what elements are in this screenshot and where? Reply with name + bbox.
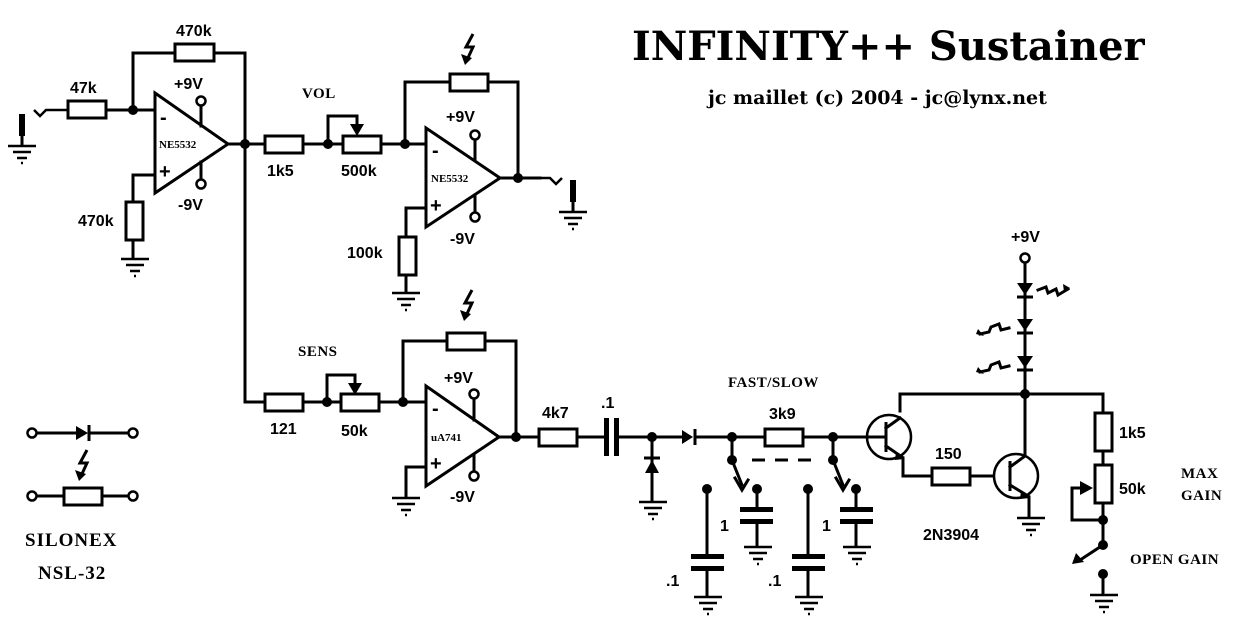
max-gain-label: MAX (1181, 466, 1218, 482)
supply-neg-label: -9V (450, 231, 475, 248)
led-1-icon (1017, 283, 1071, 299)
inverting-input-sign: - (432, 398, 439, 420)
noninverting-input-sign: + (430, 195, 442, 217)
diode-icon (682, 429, 697, 445)
fast-slow-switch-2[interactable] (828, 435, 852, 493)
series-resistor-label: 1k5 (267, 163, 294, 180)
cap-label: .1 (768, 573, 781, 590)
coupling-cap-label: .1 (601, 395, 614, 412)
led-2-icon (976, 319, 1033, 336)
cap-small-2: .1 (768, 484, 825, 616)
inverting-input-sign: - (432, 140, 439, 162)
bias-resistor-label: 100k (347, 245, 383, 262)
output-resistor-label: 4k7 (542, 405, 569, 422)
stage1-input-amp: 47k 470k - + NE5532 +9V -9V 470k (6, 23, 267, 404)
optocoupler-legend: SILONEX NSL-32 (25, 425, 139, 584)
fast-slow-resistor (763, 427, 805, 448)
cap-small-1: .1 (666, 484, 724, 616)
legend-part-line1: SILONEX (25, 530, 118, 551)
series-resistor-label: 121 (270, 421, 297, 438)
led-3-icon (976, 356, 1033, 374)
ldr-feedback-resistor (445, 331, 487, 352)
volume-label: VOL (302, 86, 336, 102)
supply-neg-label: -9V (450, 489, 475, 506)
fast-slow-label: FAST/SLOW (728, 375, 819, 391)
sensitivity-label: SENS (298, 344, 338, 360)
transistor-1 (863, 413, 934, 478)
opamp-1 (153, 90, 231, 196)
noninverting-input-sign: + (430, 453, 442, 475)
cap-large-2: 1 (822, 484, 873, 566)
series-resistor-1k5 (263, 134, 305, 155)
opamp-1-label: NE5532 (159, 139, 197, 151)
title: INFINITY++ Sustainer (632, 23, 1146, 70)
fast-slow-switch-1[interactable] (727, 435, 751, 493)
light-bolt-icon (73, 448, 89, 483)
output-jack-icon (540, 176, 589, 231)
open-gain-switch[interactable] (1072, 542, 1106, 564)
opamp-3-label: uA741 (431, 432, 462, 444)
legend-ldr-icon (62, 486, 104, 507)
light-bolt-icon (458, 288, 474, 323)
supply-pos-label: +9V (174, 76, 203, 93)
ldr-feedback-resistor (448, 72, 490, 93)
stage3-sensitivity-amp: 121 SENS 50k - + uA741 +9V -9V 4k7 .1 (243, 288, 619, 517)
opamp-2-label: NE5532 (431, 173, 469, 185)
gain-resistor-1k5 (1093, 411, 1114, 453)
supply-neg-label: -9V (178, 197, 203, 214)
resistor-label: 3k9 (769, 406, 796, 423)
series-resistor-121 (263, 392, 305, 413)
gain-resistor-label: 1k5 (1119, 425, 1146, 442)
noninverting-input-sign: + (159, 161, 171, 183)
input-resistor-label: 47k (70, 80, 97, 97)
input-resistor (66, 99, 108, 120)
gain-pot-label: 50k (1119, 481, 1146, 498)
legend-led-icon (76, 426, 88, 440)
cap-label: 1 (720, 518, 729, 535)
coupling-cap (604, 418, 609, 456)
cap-large-1: 1 (720, 484, 774, 566)
opamp-3 (424, 383, 502, 489)
envelope-detector: 3k9 FAST/SLOW .1 (617, 375, 873, 616)
volume-pot[interactable] (341, 134, 383, 155)
legend-part-line2: NSL-32 (38, 563, 106, 584)
supply-label: +9V (1011, 229, 1040, 246)
inverting-input-sign: - (160, 107, 167, 129)
transistor-label: 2N3904 (923, 527, 979, 544)
subtitle: jc maillet (c) 2004 - jc@lynx.net (706, 87, 1047, 109)
transistor-2 (992, 392, 1047, 537)
max-gain-pot[interactable] (1093, 463, 1114, 505)
led-driver: +9V (863, 229, 1222, 614)
cap-label: 1 (822, 518, 831, 535)
cap-label: .1 (666, 573, 679, 590)
light-bolt-icon (459, 32, 475, 67)
supply-pos-label: +9V (446, 109, 475, 126)
opamp-2 (424, 125, 503, 230)
input-jack-icon (6, 108, 68, 165)
output-resistor-4k7 (537, 427, 579, 448)
sensitivity-pot[interactable] (339, 392, 381, 413)
open-gain-label: OPEN GAIN (1130, 552, 1219, 568)
bias-resistor-100k (397, 235, 418, 277)
base-resistor-label: 150 (935, 446, 962, 463)
stage2-volume-amp: 1k5 VOL 500k - + NE5532 +9V -9V 100k (263, 32, 589, 312)
base-resistor-150 (930, 466, 972, 487)
sensitivity-pot-label: 50k (341, 423, 368, 440)
volume-pot-label: 500k (341, 163, 377, 180)
feedback-resistor-label: 470k (176, 23, 212, 40)
max-gain-label-2: GAIN (1181, 488, 1222, 504)
bias-resistor (124, 200, 145, 242)
feedback-resistor (173, 42, 216, 63)
supply-pos-label: +9V (444, 370, 473, 387)
bias-resistor-label: 470k (78, 213, 114, 230)
clamp-diode-icon (637, 435, 669, 521)
